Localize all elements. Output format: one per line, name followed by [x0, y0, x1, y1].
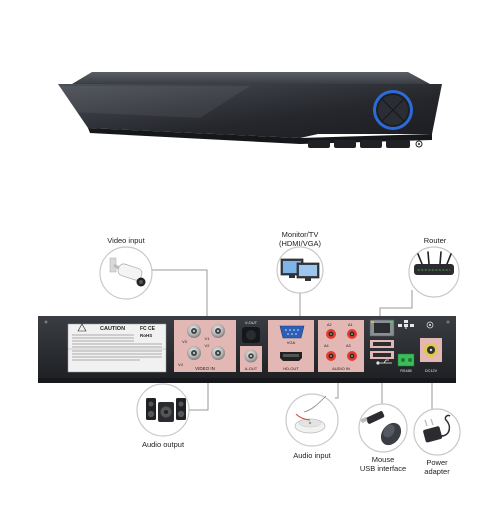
- a-out-label: A-OUT: [245, 366, 258, 371]
- sticker-fine-print: [72, 334, 162, 361]
- label-monitor-tv-line2: (HDMI/VGA): [278, 239, 322, 248]
- audio-in-label: AUDIO IN: [332, 366, 350, 371]
- port-label-a2: A2: [327, 323, 332, 327]
- label-mouse-line1: Mouse: [371, 455, 395, 464]
- hdmi-port[interactable]: [280, 352, 302, 361]
- speaker-icon: [146, 398, 186, 422]
- rca-a4-port[interactable]: [326, 351, 336, 361]
- label-power-line2: adapter: [424, 467, 450, 476]
- caution-sticker: CAUTION FC CE RoHS: [67, 323, 167, 373]
- vga-port[interactable]: [279, 325, 305, 339]
- callout-router: [408, 246, 460, 298]
- monitor-icon: [280, 258, 320, 281]
- label-mouse-line2: USB interface: [359, 464, 407, 473]
- port-label-a3: A3: [346, 344, 351, 348]
- rear-panel: CAUTION FC CE RoHS V1 V: [38, 316, 456, 383]
- label-audio-input: Audio input: [293, 451, 331, 460]
- front-button-label: ESC: [367, 143, 376, 148]
- callout-audio-output: [136, 383, 190, 437]
- label-power-adapter: Power adapter: [414, 458, 460, 476]
- hd-out-label: HD-OUT: [283, 366, 299, 371]
- fc-ce-mark: FC CE: [140, 326, 156, 332]
- front-eye-icon: [415, 140, 423, 148]
- label-monitor-tv-line1: Monitor/TV: [281, 230, 319, 239]
- v-out-port[interactable]: [242, 327, 260, 343]
- vga-label: VGA: [287, 340, 296, 345]
- callout-video-input: [99, 246, 153, 300]
- dvr-front-face: [58, 84, 442, 138]
- ethernet-port[interactable]: [369, 319, 395, 337]
- dvr-glare: [60, 86, 250, 118]
- port-label-v3: V3: [182, 339, 188, 344]
- front-button-ch-minus[interactable]: CH-: [308, 140, 330, 148]
- mouse-usb-icon: [360, 411, 402, 446]
- dc12v-label: DC12V: [425, 369, 438, 373]
- rca-a2-port[interactable]: [326, 329, 336, 339]
- port-label-a1: A1: [348, 323, 353, 327]
- vout-aout-panel: V-OUT A-OUT: [240, 320, 262, 372]
- front-button-label: CH-: [315, 143, 323, 148]
- label-audio-output: Audio output: [141, 440, 185, 449]
- usb-port-1[interactable]: [370, 340, 394, 348]
- rs485-label: RS485: [400, 369, 412, 373]
- label-video-input: Video input: [107, 236, 145, 245]
- dvr-front-unit: CH- CH+ ESC MENU: [58, 72, 442, 148]
- port-label-v1: V1: [205, 336, 211, 341]
- label-power-line1: Power: [426, 458, 448, 467]
- usb-icon: [376, 359, 392, 365]
- rca-a3-port[interactable]: [347, 351, 357, 361]
- video-in-label: VIDEO IN: [195, 366, 215, 371]
- power-symbol-icon: [426, 321, 434, 329]
- network-usb-panel: RS485 DC12V: [369, 319, 442, 373]
- rs485-terminal[interactable]: [397, 353, 415, 367]
- callout-power: [413, 408, 461, 456]
- port-label-v4: V4: [178, 362, 184, 367]
- front-button-label: CH+: [341, 143, 350, 148]
- vga-hd-panel: VGA HD-OUT: [268, 320, 314, 372]
- cable-router: [379, 290, 413, 318]
- video-in-panel: V1 V3 V2 V4 VIDEO IN: [174, 320, 236, 372]
- callout-audio-input: [285, 393, 339, 447]
- label-router: Router: [423, 236, 447, 245]
- network-icon: [398, 320, 414, 329]
- router-icon: [414, 251, 454, 275]
- bnc-v1-port[interactable]: [187, 324, 201, 338]
- rca-a1-port[interactable]: [347, 329, 357, 339]
- callout-monitor: [276, 246, 324, 294]
- power-adapter-icon: [423, 414, 451, 443]
- front-button-ch-plus[interactable]: CH+: [334, 140, 356, 148]
- rohs-mark: RoHS: [140, 333, 152, 338]
- bnc-v4-port[interactable]: [211, 346, 225, 360]
- bnc-v3-port[interactable]: [187, 346, 201, 360]
- usb-port-2[interactable]: [370, 351, 394, 359]
- front-button-esc[interactable]: ESC: [360, 140, 382, 148]
- control-knob: [373, 90, 413, 130]
- bnc-v2-port[interactable]: [211, 324, 225, 338]
- v-out-label: V-OUT: [245, 320, 258, 325]
- dc-power-jack[interactable]: [420, 338, 442, 362]
- front-button-label: MENU: [392, 143, 404, 148]
- callout-mouse: [358, 403, 408, 453]
- microphone-icon: [294, 395, 327, 434]
- label-monitor-tv: Monitor/TV (HDMI/VGA): [262, 230, 338, 248]
- label-mouse-usb: Mouse USB interface: [350, 455, 416, 473]
- a-out-port[interactable]: [244, 349, 258, 363]
- front-button-menu[interactable]: MENU: [386, 140, 410, 148]
- caution-title: CAUTION: [100, 326, 125, 332]
- dvr-top-surface: [72, 72, 430, 84]
- bullet-camera-icon: [109, 257, 146, 287]
- audio-in-panel: A2 A1 A4 A3 AUDIO IN: [318, 320, 364, 372]
- port-label-a4: A4: [324, 344, 329, 348]
- port-label-v2: V2: [205, 343, 211, 348]
